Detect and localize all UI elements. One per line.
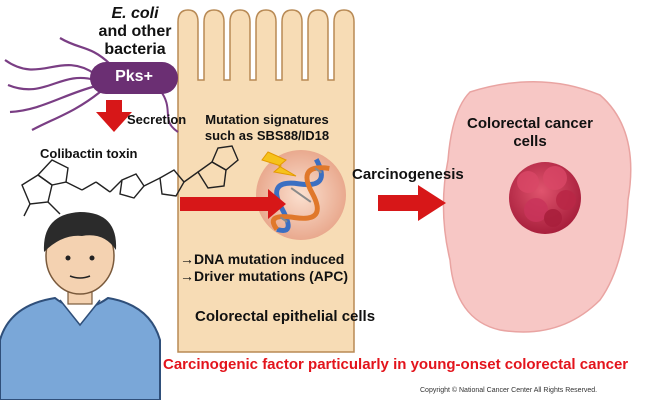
secretion-arrow — [96, 100, 132, 132]
mutation-signatures-line1: Mutation signatures — [205, 112, 329, 127]
carcinogenesis-label: Carcinogenesis — [352, 166, 464, 183]
toxin-label: Colibactin toxin — [40, 146, 138, 161]
epithelial-cells-label: Colorectal epithelial cells — [195, 308, 376, 325]
carcinogenic-factor-label: Carcinogenic factor particularly in youn… — [163, 356, 629, 373]
copyright-notice: Copyright © National Cancer Center All R… — [420, 387, 598, 394]
cancer-cells-line1: Colorectal cancer — [467, 115, 593, 132]
mutation-signatures-line2: such as SBS88/ID18 — [204, 128, 330, 143]
bacteria-other-label: and other — [98, 23, 172, 40]
toxin-arrow — [180, 189, 286, 219]
bacteria-word-label: bacteria — [104, 41, 166, 58]
lightning-icon — [261, 151, 297, 177]
bacterium-icon — [4, 37, 179, 133]
molecule-icon — [21, 145, 239, 217]
cancer-cells-line2: cells — [513, 133, 547, 150]
secretion-label: Secretion — [127, 112, 187, 127]
bacteria-species-label: E. coli — [111, 5, 159, 22]
carcinogenesis-arrow — [378, 185, 446, 221]
driver-mutation-label: →Driver mutations (APC) — [180, 268, 349, 284]
pks-label: Pks+ — [115, 68, 153, 85]
dna-icon — [270, 158, 330, 233]
person-icon — [0, 212, 161, 400]
tumor-icon — [509, 162, 581, 234]
dna-mutation-label: →DNA mutation induced — [180, 251, 345, 267]
